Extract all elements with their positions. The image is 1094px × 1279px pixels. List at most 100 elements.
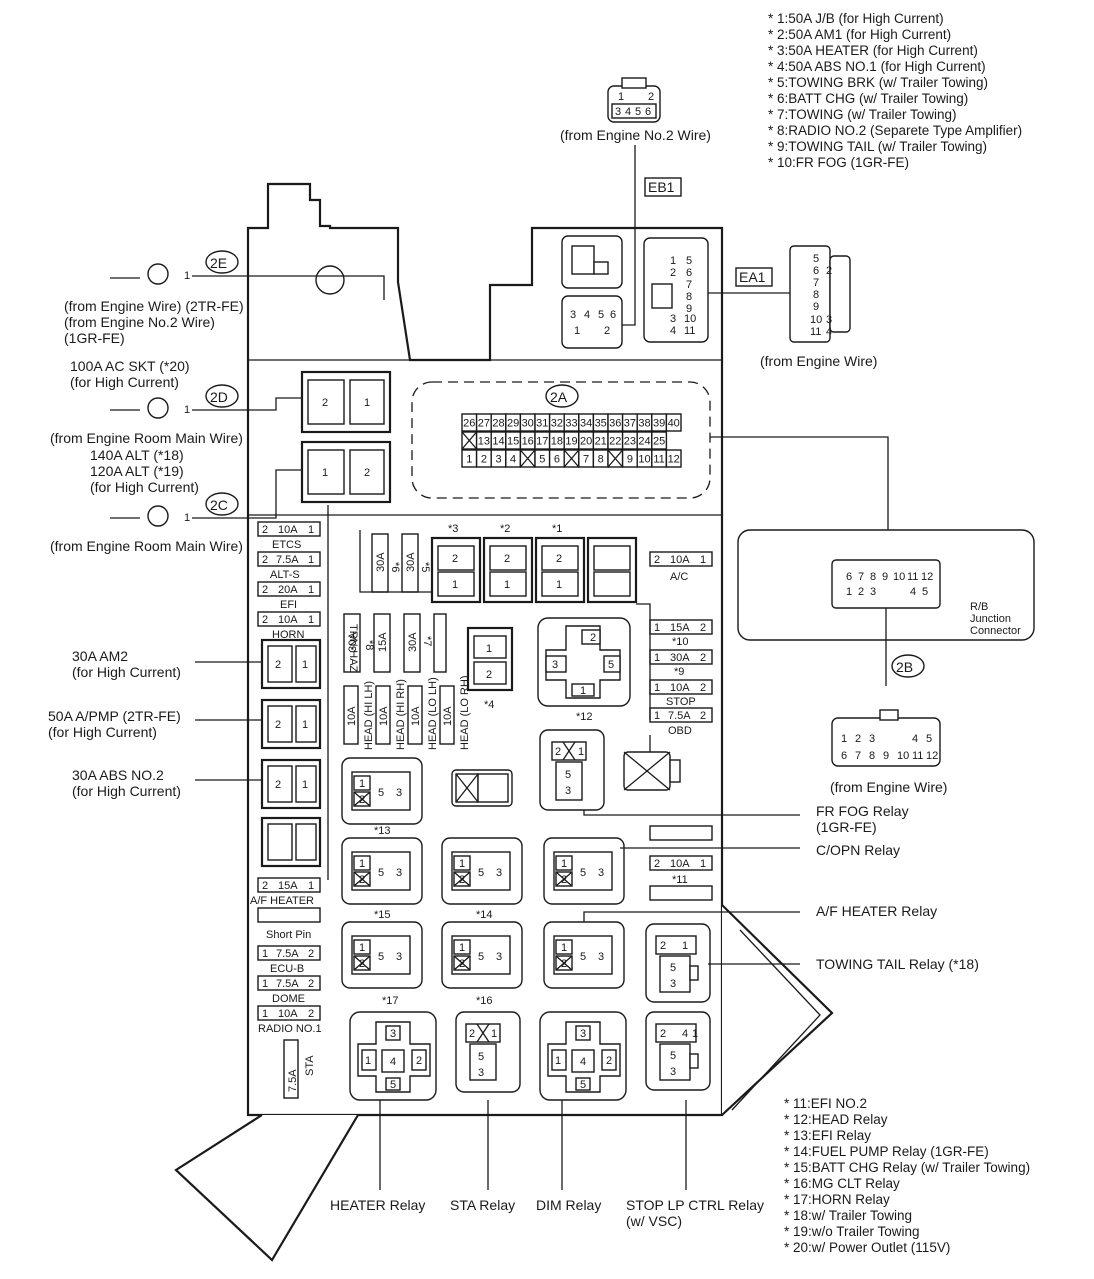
terminal-2e: 1 2E (from Engine Wire) (2TR-FE) (from E…: [64, 250, 385, 346]
rb-label-1: R/B: [970, 601, 988, 613]
fusible-link-alt: 1 2: [300, 440, 392, 504]
f9-pin-1: 1: [654, 652, 660, 664]
radio1-pin-1: 1: [262, 1008, 268, 1020]
ea1x-pin-2: 2: [826, 265, 832, 277]
relay-pin: 1: [682, 940, 688, 952]
2c-rating-1: 140A ALT (*18): [90, 447, 184, 463]
2a-pin-23: 23: [624, 436, 636, 448]
note-6: * 6:BATT CHG (w/ Trailer Towing): [768, 91, 968, 106]
relay-pin: 5: [478, 951, 484, 963]
r4-mark: *4: [484, 699, 494, 711]
2a-pin-6: 6: [554, 454, 560, 466]
relay-pin: 1: [555, 1055, 561, 1067]
2a-pin-33: 33: [565, 418, 577, 430]
note-14: * 14:FUEL PUMP Relay (1GR-FE): [784, 1144, 989, 1159]
f11-mark: *11: [672, 874, 688, 886]
horn-name: HORN: [272, 629, 304, 641]
relay-pin: 2: [606, 1055, 612, 1067]
relay-pin: 3: [478, 1067, 484, 1079]
relay-12-head: 2 3 5 1 *12: [537, 617, 631, 723]
f7-mark: *7: [421, 636, 433, 646]
2a-pin-7: 7: [583, 454, 589, 466]
fuse1-mark: *1: [552, 523, 562, 535]
efi-pin-1: 1: [308, 584, 314, 596]
relay-pin: 5: [580, 951, 586, 963]
2d-source: (from Engine Room Main Wire): [50, 430, 243, 446]
f9-rating: 30A: [670, 652, 690, 664]
obd-pin-2: 2: [700, 710, 706, 722]
note-20: * 20:w/ Power Outlet (115V): [784, 1240, 950, 1255]
note-18: * 18:w/ Trailer Towing: [784, 1208, 912, 1223]
sta-relay-label: STA Relay: [450, 1197, 515, 1213]
relay-pin: 1: [359, 858, 365, 870]
ea1-pin-6: 6: [686, 267, 692, 279]
hirh-rating: 10A: [378, 706, 390, 726]
2a-pin-13: 13: [478, 436, 490, 448]
dim-relay-label: DIM Relay: [536, 1197, 601, 1213]
2a-pin-4: 4: [510, 454, 516, 466]
rb-pin-10: 10: [893, 571, 905, 583]
no2-pin-6: 6: [645, 106, 651, 118]
relay-pin: 2: [469, 1028, 475, 1040]
stop-rating: 10A: [670, 682, 690, 694]
f5-rating: 30A: [405, 552, 417, 572]
ea1-pin-8: 8: [686, 291, 692, 303]
horn-rating: 10A: [278, 614, 298, 626]
alts-pin-1: 1: [308, 554, 314, 566]
f7-rating: 30A: [407, 632, 419, 652]
relay-pin: 1: [459, 858, 465, 870]
note-3: * 3:50A HEATER (for High Current): [768, 43, 978, 58]
note-10: * 10:FR FOG (1GR-FE): [768, 155, 909, 170]
2a-cell: [665, 413, 682, 432]
rb-label-3: Connector: [970, 625, 1021, 637]
relay16-mark: *16: [476, 995, 493, 1007]
2a-pin-40: 40: [668, 418, 680, 430]
relay15-mark: *15: [374, 909, 391, 921]
lorh-name: HEAD (LO RH): [459, 675, 471, 750]
dome-pin-2: 2: [308, 978, 314, 990]
2b-pin-6: 6: [841, 750, 847, 762]
alts-name: ALT-S: [270, 569, 300, 581]
2b-pin-10: 10: [897, 750, 909, 762]
2a-pin-19: 19: [565, 436, 577, 448]
relay-pin: 4: [390, 1056, 396, 1068]
relay-pin: 3: [396, 787, 402, 799]
2a-pin-17: 17: [536, 436, 548, 448]
f1-pin-1: 1: [556, 579, 562, 591]
fr-fog-relay: 2 1 5 3 FR FOG Relay (1GR-FE): [539, 729, 909, 835]
no2-pin-5: 5: [635, 106, 641, 118]
rb-pin-5: 5: [922, 586, 928, 598]
relay-pin: 3: [496, 951, 502, 963]
short-pin-name: Short Pin: [266, 929, 311, 941]
r4-pin-1: 1: [486, 643, 492, 655]
note-8: * 8:RADIO NO.2 (Separete Type Amplifier): [768, 123, 1022, 138]
f11-rating: 10A: [670, 858, 690, 870]
head-fuses: 10A HEAD (HI LH) 10A HEAD (HI RH) 10A HE…: [343, 675, 471, 750]
relay-pin: 5: [478, 867, 484, 879]
note-7: * 7:TOWING (w/ Trailer Towing): [768, 107, 957, 122]
2a-pin-38: 38: [638, 418, 650, 430]
2b-pin-11: 11: [912, 750, 923, 762]
right-fuse-column: 2 10A 1 A/C 1 15A 2 *10 1 30A 2 *9 1 10A…: [636, 551, 713, 737]
dome-rating: 7.5A: [276, 978, 299, 990]
2a-pin-27: 27: [478, 418, 490, 430]
relay-pin: 3: [580, 1028, 586, 1040]
no2-pin-4: 4: [625, 106, 631, 118]
r12-pin-5: 5: [608, 659, 614, 671]
relay-pin: 1: [359, 778, 365, 790]
acskt-pin-2: 2: [322, 397, 328, 409]
2b-pin-5: 5: [926, 733, 932, 745]
eb1-ea1-area: 3 4 5 6 1 2 1 5 2 6 7 8 9 3 10 4 11: [561, 145, 790, 349]
alts-pin-2: 2: [262, 554, 268, 566]
f2-pin-2: 2: [504, 553, 510, 565]
2c-source: (from Engine Room Main Wire): [50, 538, 243, 554]
copn-label: C/OPN Relay: [816, 842, 900, 858]
hihl-name: HEAD (HI LH): [363, 681, 375, 750]
heater-relay-label: HEATER Relay: [330, 1197, 425, 1213]
afh-pin-1: 1: [308, 880, 314, 892]
2a-pin-24: 24: [638, 436, 650, 448]
afh-name: A/F HEATER: [250, 895, 314, 907]
